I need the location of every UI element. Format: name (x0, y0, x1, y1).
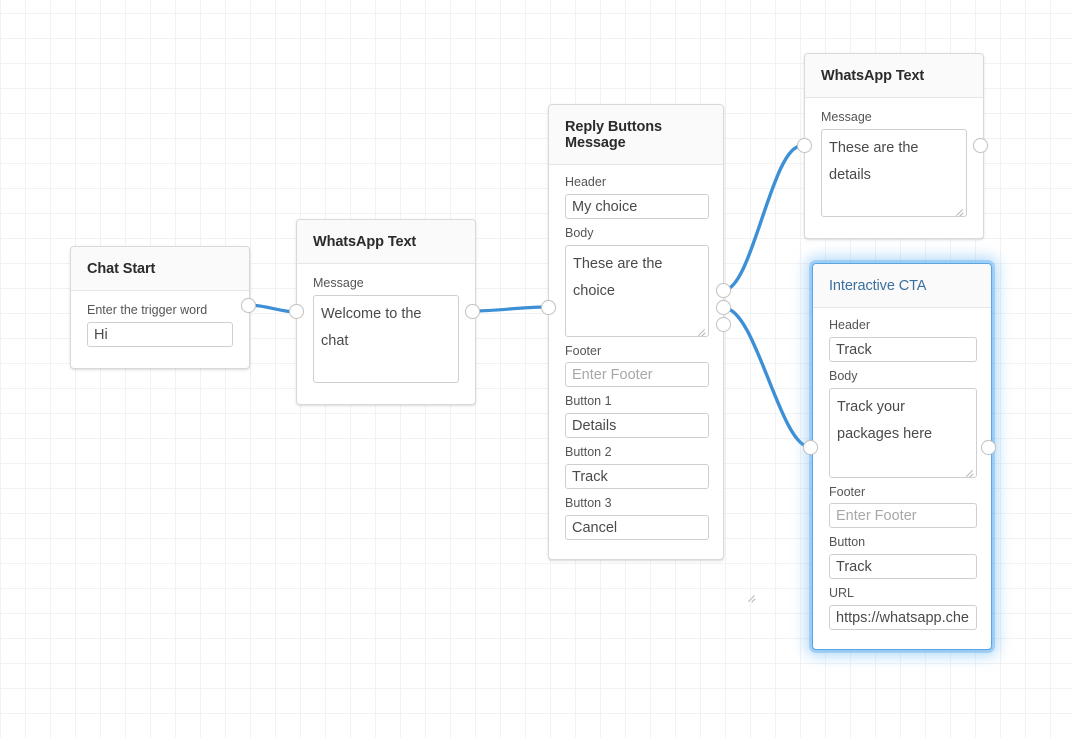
node-reply-buttons-message-title: Reply Buttons Message (549, 105, 723, 165)
input-rb-button-3[interactable]: Cancel (565, 514, 709, 540)
port-whatsapp-text-1-output[interactable] (465, 304, 480, 319)
port-whatsapp-text-2-output[interactable] (973, 138, 988, 153)
field-label-rb-button-2: Button 2 (565, 445, 612, 459)
node-whatsapp-text-2[interactable]: WhatsApp Text Message These are the deta… (804, 53, 984, 239)
field-cta-footer: Footer Enter Footer (829, 483, 977, 529)
resize-grip-icon[interactable] (746, 591, 756, 601)
field-label-message-1: Message (313, 276, 364, 290)
port-chat-start-output[interactable] (241, 298, 256, 313)
input-rb-button-2[interactable]: Track (565, 463, 709, 489)
node-reply-buttons-message[interactable]: Reply Buttons Message Header My choice B… (548, 104, 724, 560)
field-label-cta-body: Body (829, 368, 858, 383)
port-interactive-cta-input[interactable] (803, 440, 818, 455)
field-label-cta-button: Button (829, 535, 866, 550)
textarea-cta-body[interactable]: Track your packages here (829, 387, 977, 478)
textarea-cta-body-text: Track your packages here (837, 398, 933, 442)
field-label-rb-button-1: Button 1 (565, 394, 612, 409)
field-label-cta-header: Header (829, 318, 870, 332)
node-whatsapp-text-1[interactable]: WhatsApp Text Message Welcome to the cha… (296, 219, 476, 405)
field-label-cta-footer: Footer (829, 484, 866, 499)
textarea-rb-body-text: These are the choice (573, 255, 663, 299)
field-cta-header: Header Track (829, 316, 977, 362)
field-label-message-2: Message (821, 110, 872, 124)
port-reply-buttons-output-2[interactable] (716, 300, 731, 315)
edge-replybuttons-to-whatsapp2 (722, 144, 803, 292)
field-label-rb-footer: Footer (565, 343, 602, 358)
input-cta-url[interactable]: https://whatsapp.che (829, 604, 977, 630)
input-rb-header[interactable]: My choice (565, 193, 709, 219)
field-rb-body: Body These are the choice (565, 224, 709, 337)
textarea-message-2[interactable]: These are the details (821, 128, 967, 217)
textarea-message-2-text: These are the details (829, 139, 919, 183)
field-message-1: Message Welcome to the chat (313, 274, 459, 383)
field-rb-button-1: Button 1 Details (565, 392, 709, 438)
node-interactive-cta[interactable]: Interactive CTA Header Track Body Track … (812, 263, 992, 650)
field-rb-button-2: Button 2 Track (565, 443, 709, 489)
field-label-cta-url: URL (829, 586, 855, 600)
port-reply-buttons-output-1[interactable] (716, 283, 731, 298)
resize-grip-icon[interactable] (964, 466, 974, 476)
field-label-rb-header: Header (565, 175, 606, 189)
port-reply-buttons-output-3[interactable] (716, 317, 731, 332)
field-label-trigger-word: Enter the trigger word (87, 303, 208, 317)
field-message-2: Message These are the details (821, 108, 967, 217)
edge-whatsapp1-to-replybuttons (471, 305, 549, 313)
input-trigger-word[interactable]: Hi (87, 321, 233, 347)
field-label-rb-body: Body (565, 225, 594, 240)
field-cta-body: Body Track your packages here (829, 367, 977, 478)
port-whatsapp-text-2-input[interactable] (797, 138, 812, 153)
node-whatsapp-text-1-title: WhatsApp Text (297, 220, 475, 264)
input-cta-footer[interactable]: Enter Footer (829, 503, 977, 529)
resize-grip-icon[interactable] (696, 325, 706, 335)
node-chat-start-title: Chat Start (71, 247, 249, 291)
port-interactive-cta-output[interactable] (981, 440, 996, 455)
port-whatsapp-text-1-input[interactable] (289, 304, 304, 319)
input-cta-button[interactable]: Track (829, 554, 977, 579)
node-chat-start[interactable]: Chat Start Enter the trigger word Hi (70, 246, 250, 369)
field-cta-url: URL https://whatsapp.che (829, 584, 977, 630)
resize-grip-icon[interactable] (954, 205, 964, 215)
edge-replybuttons-to-cta (722, 306, 812, 449)
node-interactive-cta-title: Interactive CTA (813, 264, 991, 308)
field-rb-header: Header My choice (565, 173, 709, 219)
field-label-rb-button-3: Button 3 (565, 495, 612, 510)
input-rb-footer[interactable]: Enter Footer (565, 362, 709, 388)
port-reply-buttons-input[interactable] (541, 300, 556, 315)
field-rb-button-3: Button 3 Cancel (565, 494, 709, 540)
input-rb-button-1[interactable]: Details (565, 413, 709, 438)
node-whatsapp-text-2-title: WhatsApp Text (805, 54, 983, 98)
input-cta-header[interactable]: Track (829, 336, 977, 362)
field-cta-button: Button Track (829, 533, 977, 579)
textarea-rb-body[interactable]: These are the choice (565, 244, 709, 337)
field-trigger-word: Enter the trigger word Hi (87, 301, 233, 347)
field-rb-footer: Footer Enter Footer (565, 342, 709, 388)
textarea-message-1[interactable]: Welcome to the chat (313, 294, 459, 383)
